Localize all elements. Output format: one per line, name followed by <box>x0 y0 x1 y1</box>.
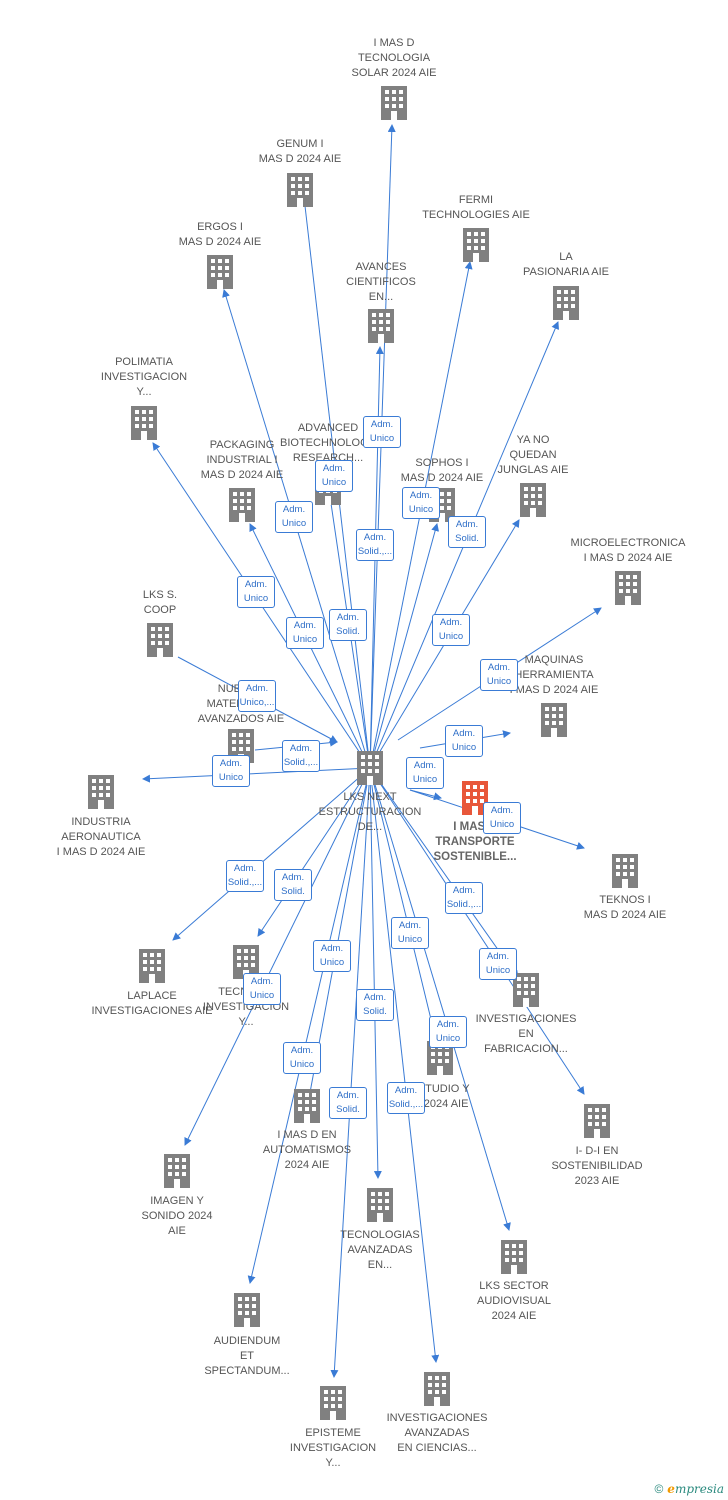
building-icon[interactable] <box>229 488 255 522</box>
node-label-teknos[interactable]: TEKNOS I MAS D 2024 AIE <box>583 894 667 921</box>
edge-sostenibilidad <box>369 767 585 1095</box>
edge-label-tecavanzadas[interactable]: Adm. Solid. <box>356 989 394 1021</box>
edge-label-lks[interactable]: Adm. Unico,... <box>238 680 276 712</box>
edge-label-estudio[interactable]: Adm. Unico <box>391 917 429 949</box>
edge-label-nuevos[interactable]: Adm. Solid.,... <box>282 740 320 772</box>
building-icon[interactable] <box>584 1104 610 1138</box>
brand-e: e <box>667 1482 675 1496</box>
edge-label-laplace[interactable]: Adm. Solid.,... <box>226 860 264 892</box>
edge-audiendum <box>247 767 371 1284</box>
edge-label-aero[interactable]: Adm. Unico <box>212 755 250 787</box>
edge-label-imagen[interactable]: Adm. Unico <box>313 940 351 972</box>
node-label-imagen[interactable]: IMAGEN Y SONIDO 2024 AIE <box>141 1195 213 1237</box>
node-label-audiovisual[interactable]: LKS SECTOR AUDIOVISUAL 2024 AIE <box>477 1280 551 1322</box>
building-icon[interactable] <box>424 1372 450 1406</box>
node-label-solar[interactable]: I MAS D TECNOLOGIA SOLAR 2024 AIE <box>351 37 437 79</box>
edge-fabricacion <box>369 767 519 979</box>
building-icon[interactable] <box>287 173 313 207</box>
building-icon[interactable] <box>367 1188 393 1222</box>
node-label-episteme[interactable]: EPISTEME INVESTIGACION Y... <box>289 1427 377 1469</box>
building-icon[interactable] <box>368 309 394 343</box>
node-label-polimatia[interactable]: POLIMATIA INVESTIGACION Y... <box>100 356 188 398</box>
edge-label-automatismos[interactable]: Adm. Unico <box>283 1042 321 1074</box>
building-icon[interactable] <box>294 1089 320 1123</box>
node-label-ergos[interactable]: ERGOS I MAS D 2024 AIE <box>178 221 262 248</box>
edge-label-maquinas[interactable]: Adm. Unico <box>445 725 483 757</box>
brand-name: mpresia <box>674 1482 724 1496</box>
edge-label-audiovisual[interactable]: Adm. Unico <box>429 1016 467 1048</box>
node-label-tecavanzadas[interactable]: TECNOLOGIAS AVANZADAS EN... <box>340 1229 420 1271</box>
footer-brand: ©empresia <box>654 1482 724 1496</box>
building-icon[interactable] <box>615 571 641 605</box>
node-label-pasionaria[interactable]: LA PASIONARIA AIE <box>523 251 609 278</box>
node-label-center[interactable]: LKS NEXT ESTRUCTURACION DE... <box>318 791 422 833</box>
edge-tecnicas <box>257 767 371 937</box>
building-icon[interactable] <box>463 228 489 262</box>
building-icon[interactable] <box>88 775 114 809</box>
edge-label-pasionaria[interactable]: Adm. Solid. <box>448 516 486 548</box>
edge-label-avances[interactable]: Adm. Solid. <box>329 609 367 641</box>
edge-label-tecnicas[interactable]: Adm. Solid. <box>274 869 312 901</box>
node-label-genum[interactable]: GENUM I MAS D 2024 AIE <box>258 138 342 165</box>
edge-label-solar[interactable]: Adm. Unico <box>363 416 401 448</box>
node-label-fermi[interactable]: FERMI TECHNOLOGIES AIE <box>422 194 530 221</box>
building-icon[interactable] <box>357 751 383 785</box>
building-icon[interactable] <box>513 973 539 1007</box>
edge-aero <box>142 767 371 783</box>
edge-sophos <box>369 523 440 769</box>
building-icon[interactable] <box>164 1154 190 1188</box>
edge-label-polimatia[interactable]: Adm. Unico <box>237 576 275 608</box>
building-icon[interactable] <box>553 286 579 320</box>
edge-label-ciencias[interactable]: Adm. Solid.,... <box>387 1082 425 1114</box>
copyright-symbol: © <box>654 1482 664 1496</box>
edge-label-ergos[interactable]: Adm. Unico <box>275 501 313 533</box>
edge-label-micro[interactable]: Adm. Unico <box>480 659 518 691</box>
node-label-transporte[interactable]: I MAS D TRANSPORTE SOSTENIBLE... <box>433 821 517 863</box>
edge-label-advanced[interactable]: Adm. Unico <box>315 460 353 492</box>
node-label-packaging[interactable]: PACKAGING INDUSTRIAL I MAS D 2024 AIE <box>200 439 284 481</box>
node-label-micro[interactable]: MICROELECTRONICA I MAS D 2024 AIE <box>570 537 686 564</box>
edge-estudio <box>369 767 439 1041</box>
edge-imagen <box>184 767 371 1146</box>
edge-label-fabricacion[interactable]: Adm. Solid.,... <box>445 882 483 914</box>
node-label-fabricacion[interactable]: INVESTIGACIONES EN FABRICACION... <box>475 1013 577 1055</box>
node-label-ciencias[interactable]: INVESTIGACIONES AVANZADAS EN CIENCIAS... <box>386 1412 488 1454</box>
building-icon[interactable] <box>234 1293 260 1327</box>
building-icon[interactable] <box>501 1240 527 1274</box>
edge-label-yano[interactable]: Adm. Unico <box>432 614 470 646</box>
edge-episteme <box>330 767 371 1378</box>
building-icon[interactable] <box>207 255 233 289</box>
edge-audiovisual <box>369 767 511 1231</box>
building-icon[interactable] <box>320 1386 346 1420</box>
building-icon[interactable] <box>139 949 165 983</box>
edge-label-teknos[interactable]: Adm. Unico <box>406 757 444 789</box>
node-label-lks[interactable]: LKS S. COOP <box>142 589 178 616</box>
edge-label-sophos[interactable]: Adm. Unico <box>402 487 440 519</box>
building-icon[interactable] <box>541 703 567 737</box>
node-label-avances[interactable]: AVANCES CIENTIFICOS EN... <box>346 261 416 303</box>
node-label-laplace[interactable]: LAPLACE INVESTIGACIONES AIE <box>91 990 213 1017</box>
edge-label-fermi[interactable]: Adm. Solid.,... <box>356 529 394 561</box>
edge-label-audiendum[interactable]: Adm. Unico <box>243 973 281 1005</box>
node-label-yano[interactable]: YA NO QUEDAN JUNGLAS AIE <box>497 434 569 476</box>
building-icon[interactable] <box>131 406 157 440</box>
edge-ciencias <box>369 767 440 1363</box>
node-label-sostenibilidad[interactable]: I- D-I EN SOSTENIBILIDAD 2023 AIE <box>551 1145 643 1187</box>
building-icon[interactable] <box>612 854 638 888</box>
edge-tecavanzadas <box>369 767 382 1179</box>
edge-label-episteme[interactable]: Adm. Solid. <box>329 1087 367 1119</box>
node-label-aero[interactable]: INDUSTRIA AERONAUTICA I MAS D 2024 AIE <box>56 816 146 858</box>
node-label-sophos[interactable]: SOPHOS I MAS D 2024 AIE <box>400 457 484 484</box>
node-label-audiendum[interactable]: AUDIENDUM ET SPECTANDUM... <box>204 1335 290 1377</box>
building-icon[interactable] <box>520 483 546 517</box>
building-icon[interactable] <box>147 623 173 657</box>
building-icon[interactable] <box>381 86 407 120</box>
edge-label-transporte[interactable]: Adm. Unico <box>483 802 521 834</box>
edge-label-packaging[interactable]: Adm. Unico <box>286 617 324 649</box>
edge-label-sostenibilidad[interactable]: Adm. Unico <box>479 948 517 980</box>
node-label-automatismos[interactable]: I MAS D EN AUTOMATISMOS 2024 AIE <box>262 1129 352 1171</box>
edge-laplace <box>172 767 371 941</box>
